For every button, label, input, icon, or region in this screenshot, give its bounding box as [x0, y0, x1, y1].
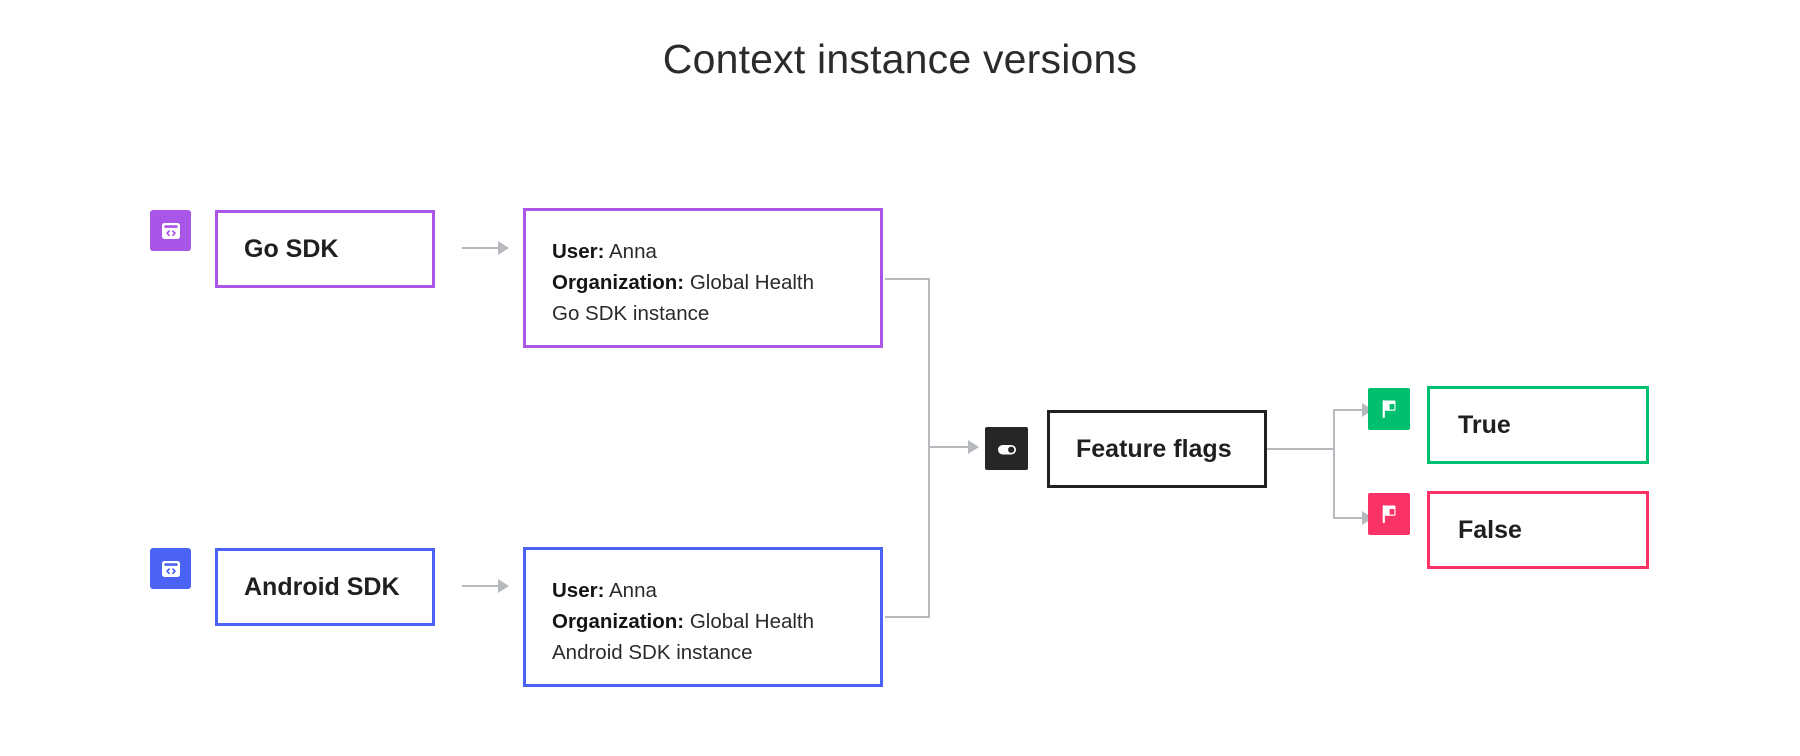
detail-box-go[interactable]: User: Anna Organization: Global Health G… — [523, 208, 883, 348]
connector-android-detail-stub — [885, 616, 930, 618]
connector-branch-to-true — [1333, 409, 1363, 411]
flag-icon-true — [1368, 388, 1410, 430]
arrow-head-android-sdk-to-detail — [498, 579, 509, 593]
detail-org-label-android: Organization: — [552, 609, 685, 633]
toggle-switch-icon — [985, 427, 1028, 470]
sdk-label-go: Go SDK — [244, 235, 339, 263]
detail-box-android[interactable]: User: Anna Organization: Global Health A… — [523, 547, 883, 687]
outcome-box-true[interactable]: True — [1427, 386, 1649, 464]
outcome-box-false[interactable]: False — [1427, 491, 1649, 569]
arrow-head-merge-to-evaluator — [968, 440, 979, 454]
sdk-box-android[interactable]: Android SDK — [215, 548, 435, 626]
detail-line-org-go: Organization: Global Health — [552, 268, 814, 299]
connector-merge-to-evaluator — [928, 446, 970, 448]
detail-text-go: User: Anna Organization: Global Health G… — [526, 211, 834, 329]
detail-org-value-android: Global Health — [689, 609, 815, 633]
detail-line-user-android: User: Anna — [552, 576, 814, 607]
detail-line-org-android: Organization: Global Health — [552, 607, 814, 638]
sdk-label-android: Android SDK — [244, 573, 400, 601]
detail-user-value-go: Anna — [609, 240, 657, 263]
detail-line-instance-android: Android SDK instance — [552, 640, 753, 664]
arrow-head-go-sdk-to-detail — [498, 241, 509, 255]
detail-org-label-go: Organization: — [552, 270, 685, 294]
detail-user-value-android: Anna — [609, 579, 657, 602]
detail-user-label-go: User: — [552, 240, 605, 263]
detail-line-user-go: User: Anna — [552, 237, 814, 268]
connector-branch-spine — [1333, 409, 1335, 518]
flag-icon-false — [1368, 493, 1410, 535]
feature-flags-box[interactable]: Feature flags — [1047, 410, 1267, 488]
detail-user-label-android: User: — [552, 579, 605, 602]
feature-flags-label: Feature flags — [1076, 435, 1232, 463]
detail-line-instance-go: Go SDK instance — [552, 301, 710, 325]
outcome-label-false: False — [1458, 515, 1522, 544]
arrow-head-branch-to-true — [1362, 403, 1373, 417]
code-window-icon-go — [150, 210, 191, 251]
connector-evaluator-out — [1267, 448, 1335, 450]
arrow-head-branch-to-false — [1362, 511, 1373, 525]
sdk-box-go[interactable]: Go SDK — [215, 210, 435, 288]
detail-org-value-go: Global Health — [689, 270, 815, 294]
connector-branch-to-false — [1333, 517, 1363, 519]
page-title: Context instance versions — [662, 36, 1138, 82]
connector-go-sdk-to-detail — [462, 247, 500, 249]
outcome-label-true: True — [1458, 410, 1511, 439]
code-window-icon-android — [150, 548, 191, 589]
connector-go-detail-stub — [885, 278, 930, 280]
connector-android-sdk-to-detail — [462, 585, 500, 587]
detail-text-android: User: Anna Organization: Global Health A… — [526, 550, 834, 668]
connector-merge-spine — [928, 278, 930, 618]
